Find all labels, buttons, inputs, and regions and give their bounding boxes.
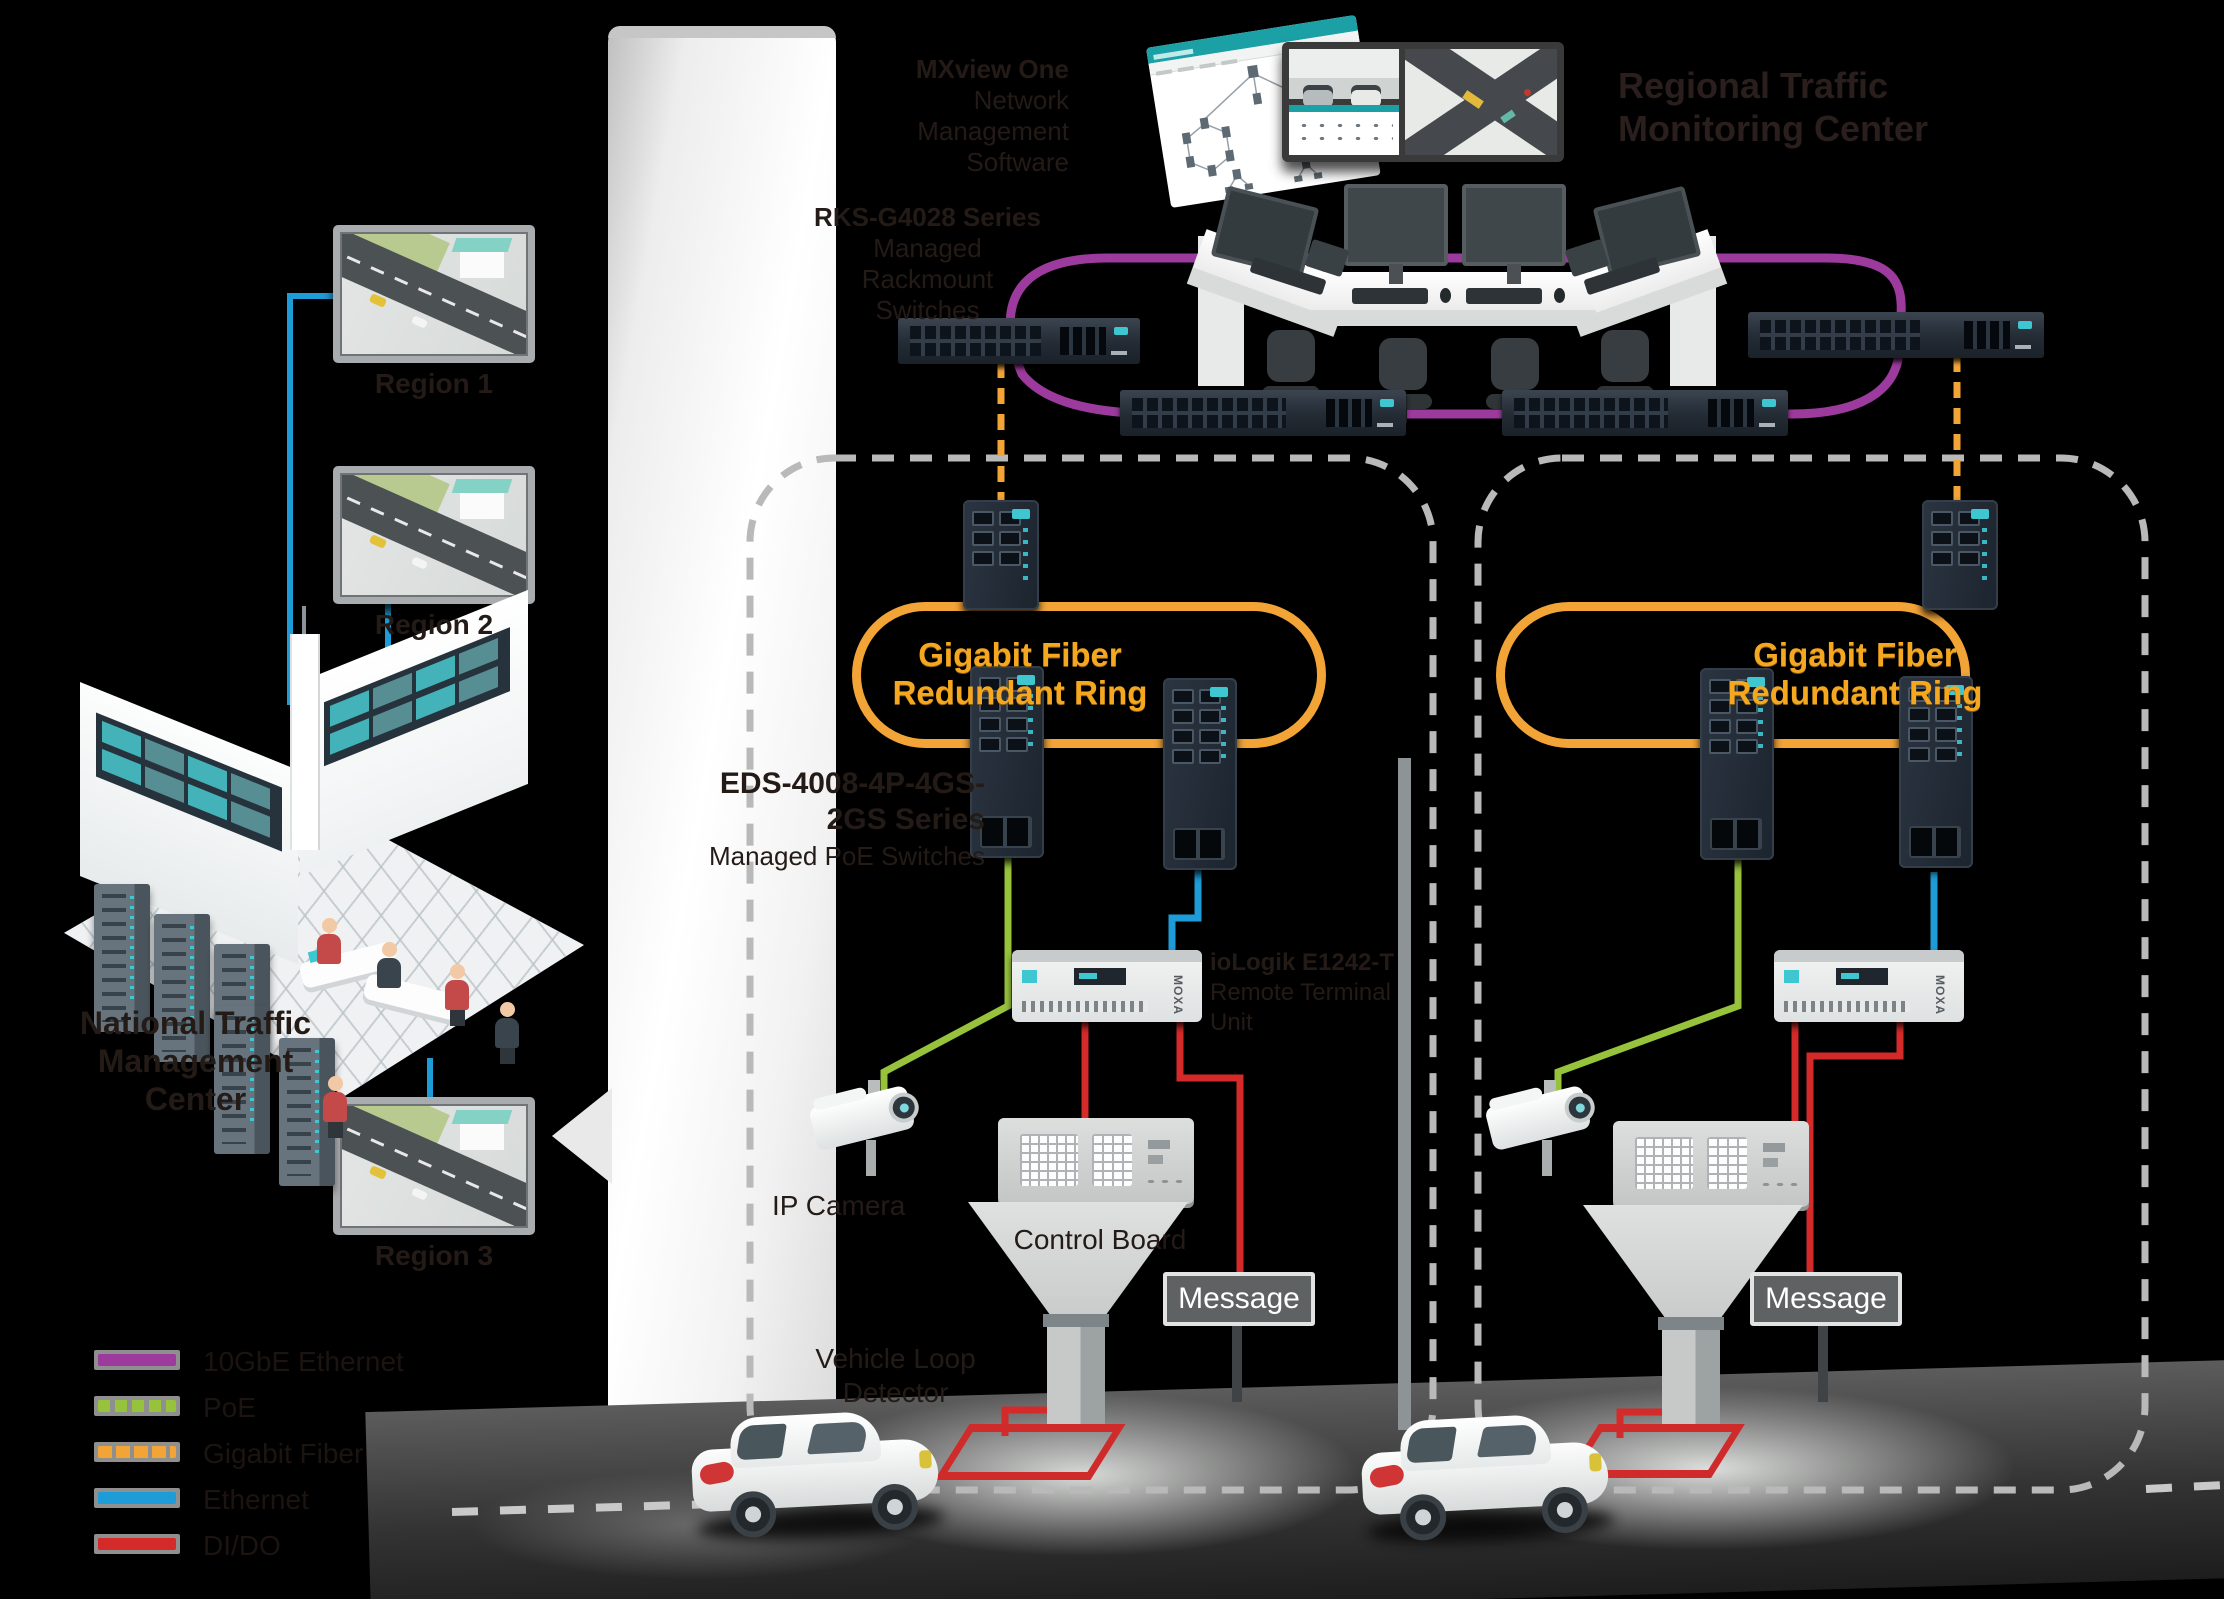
poe-line-left [880,856,1012,1100]
gantry-column [1658,1317,1724,1426]
mxview-panel [1289,105,1399,155]
mouse [1440,288,1451,303]
region3-monitor [333,1097,535,1235]
intersection-map-panel [1405,49,1557,155]
din-switch-8port [1922,500,1998,610]
keyboard [1352,288,1428,304]
din-switch-12port [1700,668,1774,860]
vertical-divider-band [608,26,836,1567]
operator-person [376,942,402,988]
road-photo [340,473,528,597]
legend-label-dido: DI/DO [203,1530,281,1561]
video-wall [1282,42,1564,162]
camera-lens [1561,1089,1598,1126]
region1-monitor [333,225,535,363]
io-line-message-right [1806,1020,1904,1274]
din-switch-12port [970,666,1044,858]
server-rack [94,884,150,1032]
national-control-room [64,589,584,1186]
control-board-label: Control Board [1013,1224,1187,1255]
din-switch-12port [1899,676,1973,868]
control-board [1613,1121,1809,1207]
region2-monitor [333,466,535,604]
legend-swatch-ethernet [94,1488,180,1508]
right-zone-dashed-border [1474,454,2149,1494]
operator-person [322,1076,348,1138]
iologik-remote-io: MOXA [1774,950,1964,1022]
moxa-logo: MOXA [1171,975,1185,1015]
iologik-remote-io: MOXA [1012,950,1202,1022]
workstation-monitor [1462,184,1566,284]
road-photo [340,232,528,356]
gantry-column [1043,1314,1109,1426]
control-desk [1186,148,1728,423]
operator-person [494,1002,520,1064]
io-line-loop-right [1616,1408,1663,1438]
legend-swatch-10gbe [94,1350,180,1370]
ip-camera [1484,1080,1610,1196]
message-sign: Message [1163,1272,1315,1326]
server-rack [214,1006,270,1154]
rackmount-switch [1748,312,2044,358]
poe-line-right [1554,856,1742,1100]
rackmount-switch [1502,390,1788,436]
legend-swatch-dido [94,1534,180,1554]
workstation-monitor [1344,184,1448,284]
server-rack [154,914,210,1062]
keyboard [1466,288,1542,304]
ip-camera-label: IP Camera [772,1190,906,1221]
moxa-logo: MOXA [1933,975,1947,1015]
message-sign-pole [1818,1326,1828,1402]
rackmount-switch [898,318,1140,364]
left-zone-dashed-border [746,454,1437,1494]
message-sign-pole [1232,1326,1242,1402]
region1-label: Region 1 [374,368,494,399]
legend-swatch-poe [94,1396,180,1416]
video-wall-screens [96,712,282,852]
ethernet-line-iologik-left [1168,868,1202,952]
legend-label-fiber: Gigabit Fiber [203,1438,364,1469]
room-pillar [290,606,320,850]
fiber-ring-left [852,602,1326,748]
mouse [1554,288,1565,303]
video-wall-screens [324,627,510,767]
message-sign: Message [1750,1272,1902,1326]
region2-label: Region 2 [374,609,494,640]
ethernet-line-region1 [287,293,333,705]
car [1359,1409,1616,1548]
center-pole [1398,758,1411,1430]
control-board [998,1118,1194,1204]
rackmount-switch [1120,390,1406,436]
ip-camera [808,1080,934,1196]
region3-label: Region 3 [374,1240,494,1271]
io-line-message-left [1176,1020,1244,1274]
car [689,1406,946,1545]
io-line-loop-left [1001,1406,1048,1436]
din-switch-8port [963,500,1039,610]
camera-feed-panel [1289,49,1399,107]
legend-label-ethernet: Ethernet [203,1484,309,1515]
operator-person [316,918,342,964]
din-switch-12port [1163,678,1237,870]
legend-swatch-fiber [94,1442,180,1462]
road-photo [340,1104,528,1228]
road-dash-line [2145,1481,2224,1493]
legend-label-poe: PoE [203,1392,256,1423]
legend-label-10gbe: 10GbE Ethernet [203,1346,404,1377]
operator-person [444,964,470,1026]
camera-lens [885,1089,922,1126]
